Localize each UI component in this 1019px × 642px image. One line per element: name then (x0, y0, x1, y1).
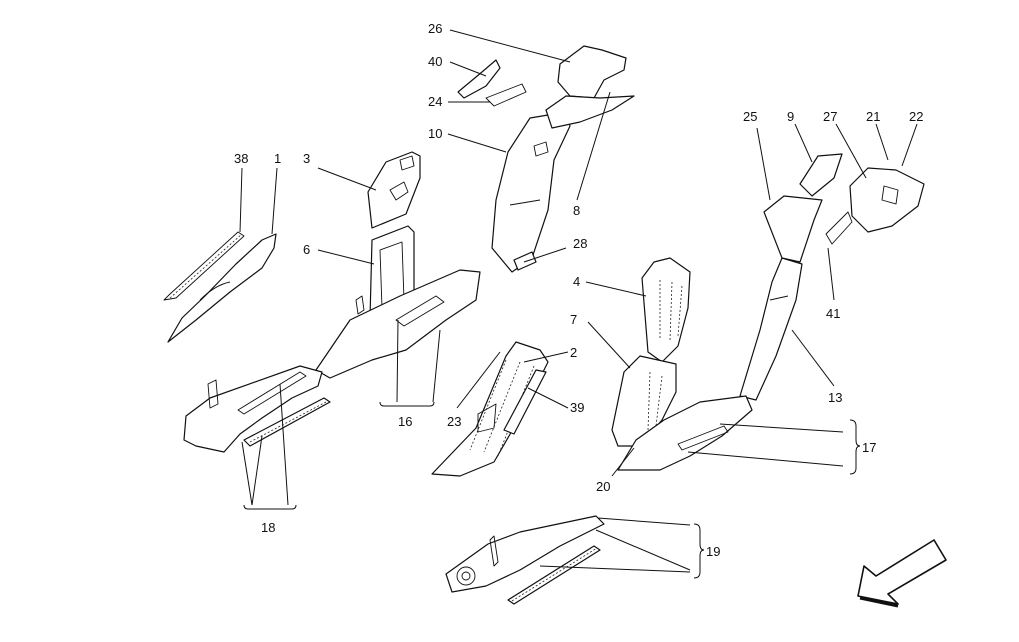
part-pillar-trim-tall (641, 257, 691, 363)
callout-25: 25 (743, 109, 757, 124)
callout-38: 38 (234, 151, 248, 166)
callout-7: 7 (570, 312, 577, 327)
callout-21: 21 (866, 109, 880, 124)
part-front-kick-panel (183, 365, 323, 453)
callout-16: 16 (398, 414, 412, 429)
callout-41: 41 (826, 306, 840, 321)
part-b-pillar-upper-trim (367, 151, 421, 229)
part-sill-strip-front (243, 397, 331, 447)
callout-2: 2 (570, 345, 577, 360)
front-direction-arrow-icon (857, 539, 947, 608)
callout-40: 40 (428, 54, 442, 69)
part-a-pillar-trim (163, 231, 277, 343)
callout-labels: 38 1 3 6 26 40 24 10 8 28 4 7 2 23 39 25… (234, 21, 923, 559)
callout-24: 24 (428, 94, 442, 109)
callout-brackets (243, 401, 861, 579)
callout-39: 39 (570, 400, 584, 415)
callout-6: 6 (303, 242, 310, 257)
callout-4: 4 (573, 274, 580, 289)
part-rear-sill-trim (617, 395, 753, 471)
callout-27: 27 (823, 109, 837, 124)
callout-28: 28 (573, 236, 587, 251)
callout-9: 9 (787, 109, 794, 124)
part-c-pillar-trim (457, 59, 571, 273)
part-clip (513, 251, 537, 271)
part-rear-lower-trim (739, 257, 803, 401)
callout-1: 1 (274, 151, 281, 166)
part-rear-upper-cluster (763, 153, 925, 263)
callout-20: 20 (596, 479, 610, 494)
part-rear-pillar-upper (545, 45, 635, 129)
callout-18: 18 (261, 520, 275, 535)
callout-8: 8 (573, 203, 580, 218)
callout-10: 10 (428, 126, 442, 141)
callout-17: 17 (862, 440, 876, 455)
callout-13: 13 (828, 390, 842, 405)
callout-19: 19 (706, 544, 720, 559)
leader-lines (239, 29, 918, 573)
part-rear-sill-strip (507, 545, 601, 605)
part-rear-sill-panel (445, 515, 605, 593)
callout-26: 26 (428, 21, 442, 36)
callout-3: 3 (303, 151, 310, 166)
part-rear-side-panel (431, 341, 549, 477)
callout-23: 23 (447, 414, 461, 429)
callout-22: 22 (909, 109, 923, 124)
